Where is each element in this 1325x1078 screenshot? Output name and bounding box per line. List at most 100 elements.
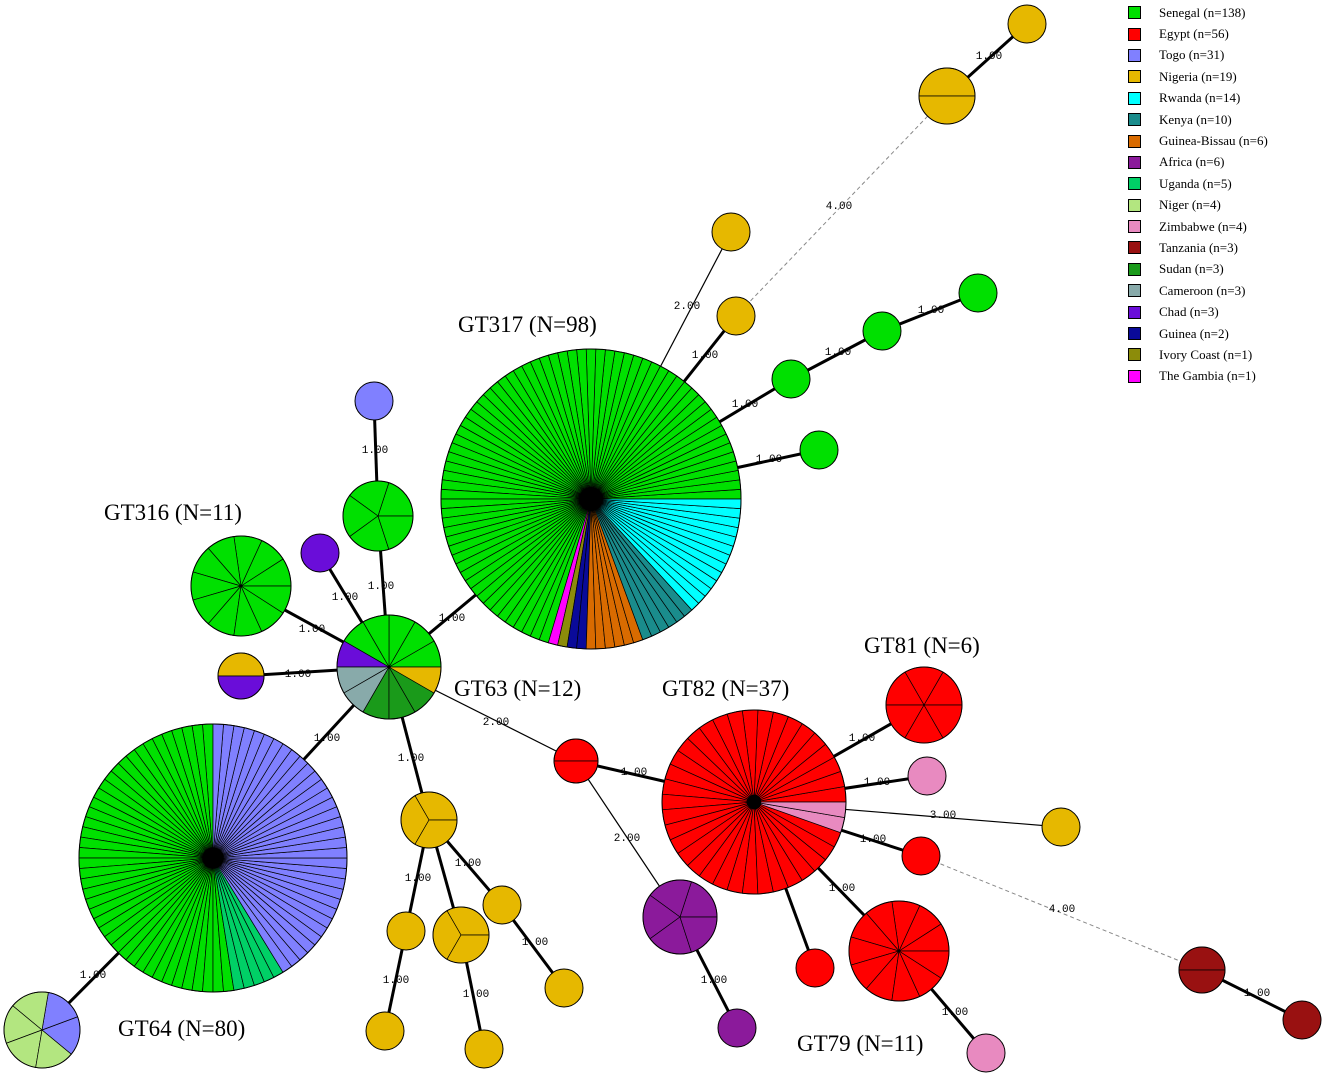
edge-label-gt317-nga_top1: 2.00 xyxy=(674,301,700,313)
slice-zim_a-0 xyxy=(907,756,947,796)
legend-swatch xyxy=(1128,305,1141,319)
edge-label-sen5-togo1: 1.00 xyxy=(362,445,388,457)
slice-egy_small1-0 xyxy=(901,836,941,876)
slice-nga_e-0 xyxy=(464,1029,504,1069)
legend-swatch xyxy=(1128,348,1141,362)
edge-label-gt63-gt317: 1.00 xyxy=(439,613,465,625)
gt63-label: GT63 (N=12) xyxy=(454,676,581,701)
node-nga_tr xyxy=(1007,4,1047,44)
legend-swatch xyxy=(1128,70,1141,84)
edge-label-gt63-nga3a: 1.00 xyxy=(398,753,424,765)
node-gt81 xyxy=(885,666,963,744)
gt82-label: GT82 (N=37) xyxy=(662,676,789,701)
slice-nga_tr-0 xyxy=(1007,4,1047,44)
legend-item: Senegal (n=138) xyxy=(1128,2,1324,23)
legend-swatch xyxy=(1128,48,1141,62)
edge-label-gt82-egy_small1: 1.00 xyxy=(860,834,886,846)
hub-gt82 xyxy=(746,794,762,810)
node-sen_r2 xyxy=(862,311,902,351)
edge-label-nga_a-nga_c: 1.00 xyxy=(383,975,409,987)
legend-item: Kenya (n=10) xyxy=(1128,109,1324,130)
edge-label-sen_r2-sen_r3: 1.00 xyxy=(918,305,944,317)
legend-label: Egypt (n=56) xyxy=(1159,26,1229,42)
legend-item: Cameroon (n=3) xyxy=(1128,280,1324,301)
node-sen_r4 xyxy=(799,430,839,470)
legend-item: Ivory Coast (n=1) xyxy=(1128,344,1324,365)
edge-label-tza2-tza1: 1.00 xyxy=(1244,988,1270,1000)
outline-nig_chad xyxy=(217,652,265,700)
legend-label: Guinea (n=2) xyxy=(1159,325,1229,341)
legend-item: Togo (n=31) xyxy=(1128,45,1324,66)
edge-egy_small1-tza2 xyxy=(920,855,1203,971)
slice-nig_chad-1 xyxy=(217,675,265,700)
slice-chad1-0 xyxy=(300,533,340,573)
edge-label-gt317-sen_r1: 1.00 xyxy=(732,399,758,411)
slice-sen_r2-0 xyxy=(862,311,902,351)
legend-swatch xyxy=(1128,91,1141,105)
node-togo1 xyxy=(354,381,394,421)
legend-label: Senegal (n=138) xyxy=(1159,4,1246,20)
edge-label-gt317-nga_top2: 1.00 xyxy=(692,350,718,362)
legend-label: Uganda (n=5) xyxy=(1159,175,1232,191)
legend-item: Rwanda (n=14) xyxy=(1128,88,1324,109)
slice-tza2-0 xyxy=(1178,946,1226,971)
node-gt64 xyxy=(78,723,348,993)
legend-label: Tanzania (n=3) xyxy=(1159,239,1238,255)
edge-labels-layer: 1.00 1.00 1.00 1.00 1.00 1.00 1.00 1.00 2.00 1.00… xyxy=(80,51,1270,1019)
edge-label-gt63-egy_link: 2.00 xyxy=(483,717,509,729)
node-nga3a xyxy=(400,791,458,849)
edge-label-sen_r1-sen_r2: 1.00 xyxy=(825,347,851,359)
node-tza1 xyxy=(1282,1000,1322,1040)
legend-label: Guinea-Bissau (n=6) xyxy=(1159,133,1268,149)
group-labels-layer: GT317 (N=98) GT316 (N=11) GT63 (N=12) GT… xyxy=(104,312,980,1056)
legend-swatch xyxy=(1128,369,1141,383)
legend-label: Nigeria (n=19) xyxy=(1159,68,1237,84)
node-gt82 xyxy=(661,709,847,895)
legend-label: Rwanda (n=14) xyxy=(1159,90,1241,106)
slice-nga_d-0 xyxy=(365,1011,405,1051)
node-zim_b xyxy=(966,1033,1006,1073)
legend-item: Chad (n=3) xyxy=(1128,301,1324,322)
legend-label: Zimbabwe (n=4) xyxy=(1159,218,1247,234)
slice-nga_a-0 xyxy=(482,885,522,925)
legend-item: Guinea-Bissau (n=6) xyxy=(1128,130,1324,151)
node-nig_chad xyxy=(217,652,265,700)
legend-swatch xyxy=(1128,177,1141,191)
outline-gt317 xyxy=(440,348,742,650)
gt81-label: GT81 (N=6) xyxy=(864,633,980,658)
edge-label-gt79-zim_b: 1.00 xyxy=(942,1007,968,1019)
legend-label: Africa (n=6) xyxy=(1159,154,1225,170)
legend-item: Sudan (n=3) xyxy=(1128,259,1324,280)
outline-gt82 xyxy=(661,709,847,895)
node-gt63 xyxy=(336,614,442,720)
node-sen5 xyxy=(342,480,414,552)
legend-swatch xyxy=(1128,327,1141,341)
slice-nga_pair-1 xyxy=(918,95,976,125)
outline-gt64 xyxy=(78,723,348,993)
slice-nig_chad-0 xyxy=(217,652,265,677)
legend-swatch xyxy=(1128,113,1141,127)
node-egy_small2 xyxy=(795,948,835,988)
node-nga_pair xyxy=(918,67,976,125)
node-egy_link xyxy=(553,738,599,784)
node-gt79 xyxy=(848,900,950,1002)
edge-label-egy_link-africa5: 2.00 xyxy=(614,833,640,845)
edge-label-nga_b-nga_d: 1.00 xyxy=(463,989,489,1001)
legend-item: Egypt (n=56) xyxy=(1128,23,1324,44)
legend-label: Cameroon (n=3) xyxy=(1159,282,1246,298)
gt316-label: GT316 (N=11) xyxy=(104,500,242,525)
edge-label-gt63-gt64: 1.00 xyxy=(314,733,340,745)
node-sen_r1 xyxy=(771,359,811,399)
node-nga_b xyxy=(386,911,426,951)
node-tza2 xyxy=(1178,946,1226,994)
outline-tza2 xyxy=(1178,946,1226,994)
node-gt317 xyxy=(440,348,742,650)
legend-swatch xyxy=(1128,284,1141,298)
edge-label-gt82-zim_a: 1.00 xyxy=(864,777,890,789)
slice-nga_right-0 xyxy=(1041,807,1081,847)
outline-gt81 xyxy=(885,666,963,744)
legend-swatch xyxy=(1128,241,1141,255)
edge-label-nga_pair-nga_tr: 1.00 xyxy=(976,51,1002,63)
outline-nga3b xyxy=(432,906,490,964)
slice-nga_top1-0 xyxy=(711,212,751,252)
